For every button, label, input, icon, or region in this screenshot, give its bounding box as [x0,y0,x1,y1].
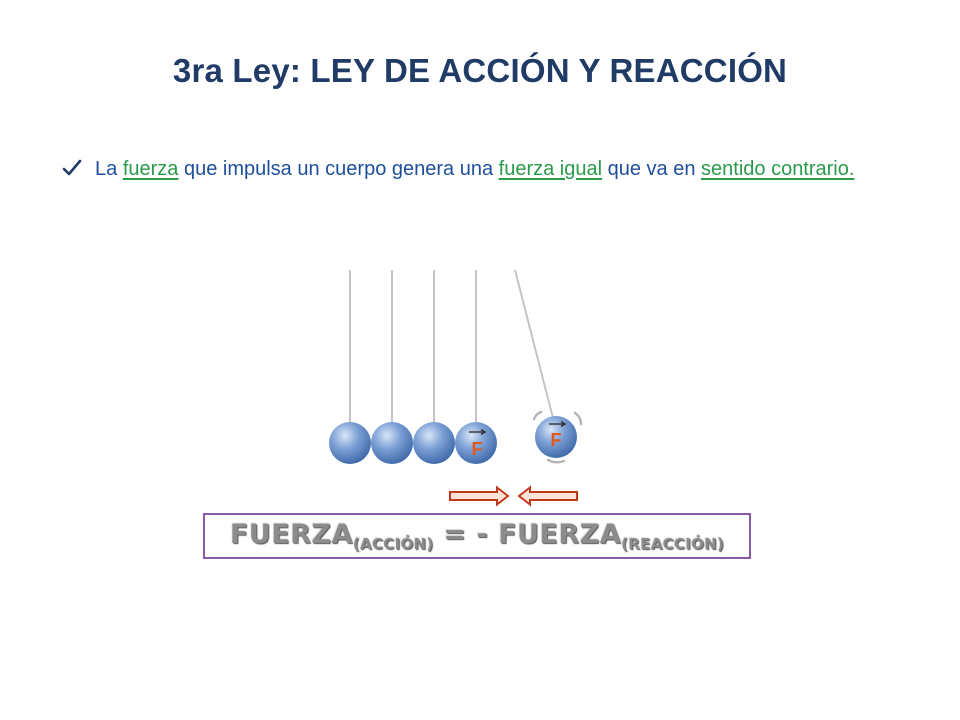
force-label: F [551,430,562,450]
force-vector-ball-5: F [549,420,567,450]
formula-equals: = - [433,519,499,550]
bullet-item: La fuerza que impulsa un cuerpo genera u… [62,154,902,184]
slide-title: 3ra Ley: LEY DE ACCIÓN Y REACCIÓN [172,52,788,89]
force-arrow-left [517,485,578,507]
string-5 [514,269,554,419]
formula: FUERZA(ACCIÓN) = - FUERZA(REACCIÓN) [230,519,724,553]
ball-1 [329,422,371,464]
check-icon [62,159,82,176]
ball-4 [455,422,497,464]
ball-2 [371,422,413,464]
highlight-fuerza: fuerza [122,158,179,180]
motion-marks [532,410,583,464]
highlight-sentido-contrario: sentido contrario. [701,158,855,180]
formula-term-action: FUERZA [229,519,353,550]
force-arrow-right [449,485,510,507]
text-segment: que impulsa un cuerpo genera una [178,158,499,180]
ball-3 [413,422,455,464]
bullet-text: La fuerza que impulsa un cuerpo genera u… [95,154,902,184]
formula-box: FUERZA(ACCIÓN) = - FUERZA(REACCIÓN) [203,513,751,559]
force-label: F [472,439,483,459]
ball-5 [535,416,577,458]
formula-sub-reaction: (REACCIÓN) [621,535,725,553]
text-segment: La [95,158,123,180]
highlight-fuerza-igual: fuerza igual [498,158,603,180]
formula-term-reaction: FUERZA [498,519,622,550]
force-vector-ball-4: F [469,428,487,459]
text-segment: que va en [602,158,702,180]
formula-sub-action: (ACCIÓN) [352,535,434,553]
